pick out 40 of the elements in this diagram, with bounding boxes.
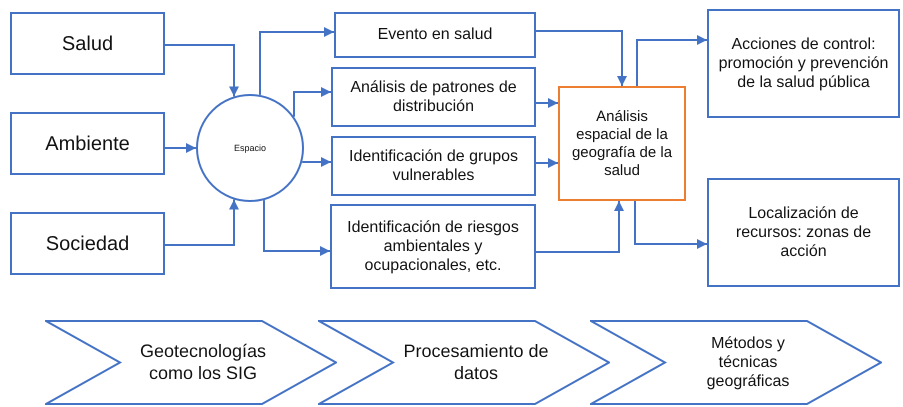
node-text: Procesamiento de datos (402, 340, 550, 384)
arrow (259, 27, 334, 95)
process-box (330, 204, 536, 289)
input-box (10, 212, 165, 275)
node-text: Localización de recursos: zonas de acción (734, 204, 872, 262)
arrow (536, 98, 558, 108)
output-box (707, 9, 900, 118)
node-label: Espacio (234, 142, 266, 154)
node-text: Identificación de grupos vulnerables (348, 146, 519, 186)
process-box (334, 12, 536, 58)
node-text: Sociedad (46, 232, 130, 256)
arrow (165, 143, 196, 153)
node-text: Identificación de riesgos ambientales y ocupacionales, etc. (346, 218, 520, 276)
output-box (707, 178, 900, 287)
process-box (331, 136, 536, 196)
arrow (536, 30, 627, 86)
chevron-step (590, 320, 882, 405)
arrow (302, 157, 331, 167)
node-text: Geotecnologías como los SIG (138, 340, 268, 384)
arrow (165, 200, 239, 246)
node-text: Ambiente (45, 132, 130, 156)
node-text: Métodos y técnicas geográficas (706, 334, 790, 392)
node-text: Análisis de patrones de distribución (349, 78, 518, 116)
node-text: Salud (62, 32, 114, 56)
node-text: Evento en salud (378, 25, 492, 45)
arrow (263, 200, 330, 256)
process-box (558, 86, 686, 201)
input-box (10, 112, 165, 175)
arrow (636, 35, 707, 86)
arrow (634, 201, 707, 249)
input-box (10, 12, 165, 75)
chevron-step (45, 320, 337, 405)
arrow (293, 87, 331, 117)
process-box (331, 67, 536, 127)
node-text: Análisis espacial de la geografía de la salud (570, 108, 674, 180)
arrow (536, 158, 558, 168)
chevron-step (318, 320, 610, 405)
arrow (536, 201, 624, 253)
node-text: Acciones de control: promoción y prevención de la salud pública (718, 34, 888, 92)
arrow (165, 44, 239, 96)
